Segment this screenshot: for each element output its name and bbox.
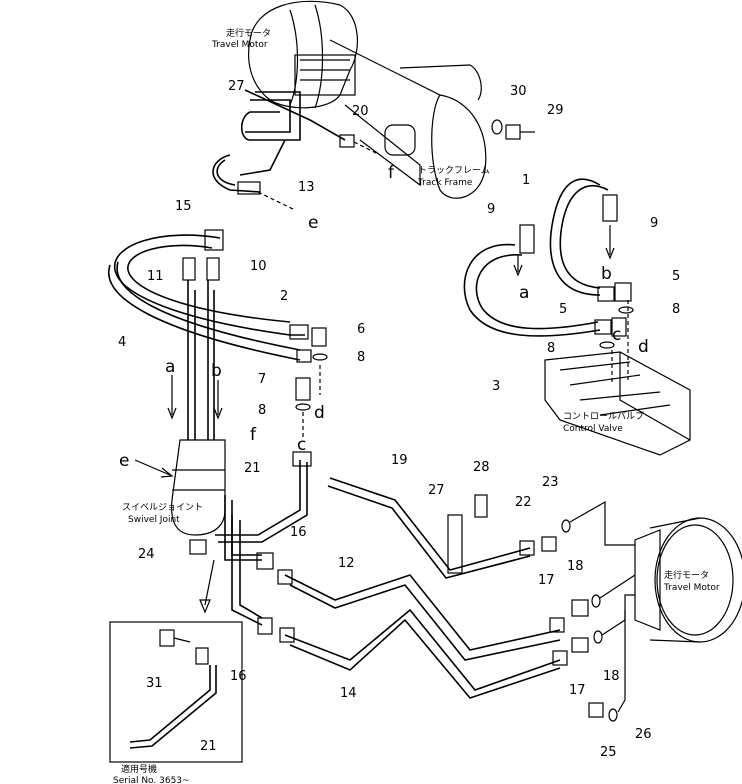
caption-travel-motor-top-en: Travel Motor <box>211 40 268 50</box>
label-27-top: 27 <box>228 79 245 94</box>
label-24: 24 <box>138 547 155 562</box>
caption-swivel-joint-en: Swivel Joint <box>128 515 180 525</box>
label-4: 4 <box>118 335 126 350</box>
letter-e-top: e <box>308 213 318 233</box>
label-14: 14 <box>340 686 357 701</box>
swivel-tubes <box>167 280 321 440</box>
label-17-lower: 17 <box>569 683 586 698</box>
letter-d-right: d <box>638 337 649 357</box>
label-30: 30 <box>510 84 527 99</box>
bolt-29-washer-30 <box>491 119 535 140</box>
bottom-leaders <box>569 500 636 713</box>
label-26: 26 <box>635 727 652 742</box>
hoses-2-4 <box>108 229 328 411</box>
label-9-left: 9 <box>487 202 495 217</box>
label-12: 12 <box>338 556 355 571</box>
label-8-left: 8 <box>357 350 365 365</box>
label-18-lower: 18 <box>603 669 620 684</box>
label-25: 25 <box>600 745 617 760</box>
label-31: 31 <box>146 676 163 691</box>
label-17-upper: 17 <box>538 573 555 588</box>
letter-f-top: f <box>388 163 395 183</box>
label-5-right: 5 <box>672 269 680 284</box>
label-8-lower: 8 <box>258 403 266 418</box>
bottom-travel-motor <box>634 517 742 643</box>
label-8-mid: 8 <box>547 341 555 356</box>
label-9-right: 9 <box>650 216 658 231</box>
caption-travel-motor-bottom-jp: 走行モータ <box>664 569 709 581</box>
label-13: 13 <box>298 180 315 195</box>
label-28: 28 <box>473 460 490 475</box>
control-valve <box>544 300 691 456</box>
label-6: 6 <box>357 322 365 337</box>
label-2: 2 <box>280 289 288 304</box>
letter-a-right: a <box>519 283 529 303</box>
label-8-right: 8 <box>672 302 680 317</box>
top-travel-motor <box>248 0 358 109</box>
letter-b-right: b <box>601 264 612 284</box>
label-7: 7 <box>258 372 266 387</box>
track-frame <box>329 39 487 199</box>
label-23: 23 <box>542 475 559 490</box>
caption-track-frame-jp: トラックフレーム <box>418 165 490 176</box>
caption-track-frame-en: Track Frame <box>417 178 473 188</box>
letter-e-left: e <box>119 451 129 471</box>
label-10: 10 <box>250 259 267 274</box>
inset-serial-box <box>109 559 243 763</box>
letter-b-left: b <box>211 361 222 381</box>
label-18-upper: 18 <box>567 559 584 574</box>
label-21-main: 21 <box>244 461 261 476</box>
label-1: 1 <box>522 173 530 188</box>
label-16-lower: 16 <box>230 669 247 684</box>
letter-c-left: c <box>297 435 306 455</box>
label-15: 15 <box>175 199 192 214</box>
label-29: 29 <box>547 103 564 118</box>
label-11: 11 <box>147 269 164 284</box>
swivel-joint <box>134 439 226 555</box>
caption-serial-en: Serial No. 3653~ <box>113 776 190 784</box>
caption-serial-jp: 適用号機 <box>121 763 157 775</box>
label-27-bottom: 27 <box>428 483 445 498</box>
label-22: 22 <box>515 495 532 510</box>
letter-c-right: c <box>612 325 621 345</box>
caption-travel-motor-bottom-en: Travel Motor <box>663 583 720 593</box>
letter-a-left: a <box>165 357 175 377</box>
bottom-tubes <box>215 451 618 722</box>
hoses-1-3 <box>463 178 634 349</box>
caption-swivel-joint-jp: スイベルジョイント <box>122 503 203 513</box>
letter-f-left: f <box>250 425 257 445</box>
connection-letters: f e b a c d a b d f c e <box>119 163 649 471</box>
upper-hoses <box>212 89 381 211</box>
component-captions: 走行モータ Travel Motor トラックフレーム Track Frame … <box>113 27 720 784</box>
part-labels: 27 20 30 29 13 15 1 9 9 10 11 5 2 5 8 6 … <box>118 79 680 760</box>
label-16-upper: 16 <box>290 525 307 540</box>
label-3: 3 <box>492 379 500 394</box>
label-20: 20 <box>352 104 369 119</box>
label-21-inset: 21 <box>200 739 217 754</box>
label-5-mid: 5 <box>559 302 567 317</box>
label-19: 19 <box>391 453 408 468</box>
caption-travel-motor-top-jp: 走行モータ <box>226 27 271 39</box>
caption-control-valve-en: Control Valve <box>563 424 623 434</box>
letter-d-left: d <box>314 403 325 423</box>
caption-control-valve-jp: コントロールバルブ <box>563 410 644 422</box>
